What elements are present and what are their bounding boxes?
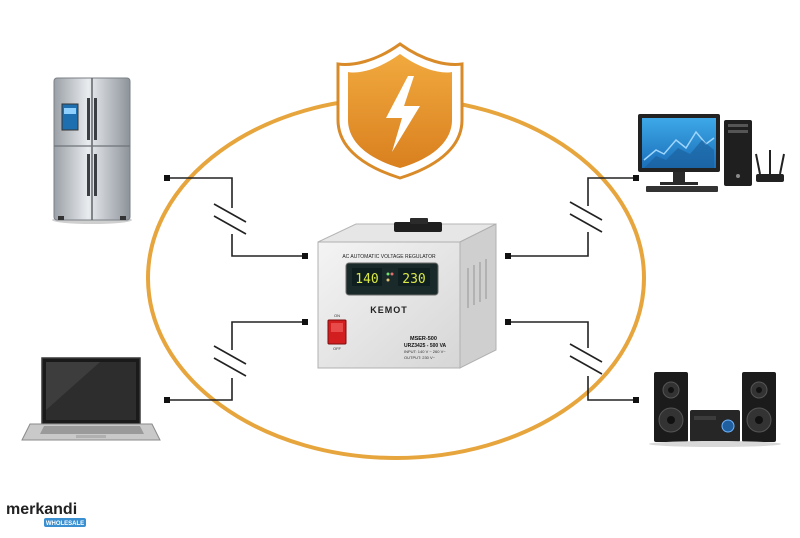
- input-voltage-readout: 140: [355, 272, 378, 287]
- switch-on-label: ON: [334, 313, 340, 318]
- switch-symbol-icon: [569, 201, 603, 375]
- logo-name: merkandi: [6, 501, 77, 518]
- device-model: MSER-500: [410, 336, 437, 342]
- switch-symbol-icon: [213, 203, 247, 377]
- device-input-spec: INPUT: 140 V ~ 260 V~: [404, 349, 446, 354]
- logo-badge-text: WHOLESALE: [46, 521, 84, 527]
- voltage-regulator-device: AC AUTOMATIC VOLTAGE REGULATOR 140 230 O…: [317, 218, 497, 369]
- wiring-left: [168, 177, 305, 401]
- logo-badge: [44, 518, 86, 527]
- wire-terminals-left: [164, 175, 308, 403]
- merkandi-logo: merkandi WHOLESALE: [6, 501, 86, 527]
- wiring-right: [508, 177, 636, 401]
- refrigerator-icon: [52, 77, 132, 224]
- stereo-speakers-icon: [649, 372, 781, 447]
- shield-lightning-icon: [336, 42, 464, 180]
- device-output-spec: OUTPUT: 230 V~: [404, 355, 436, 360]
- switch-off-label: OFF: [333, 346, 342, 351]
- laptop-icon: [21, 357, 161, 441]
- device-code: URZ3425 - 500 VA: [404, 343, 447, 349]
- device-brand: KEMOT: [370, 305, 408, 315]
- wire-terminals-right: [505, 175, 639, 403]
- desktop-computer-icon: [638, 114, 785, 192]
- output-voltage-readout: 230: [402, 272, 425, 287]
- device-header-text: AC AUTOMATIC VOLTAGE REGULATOR: [342, 254, 436, 260]
